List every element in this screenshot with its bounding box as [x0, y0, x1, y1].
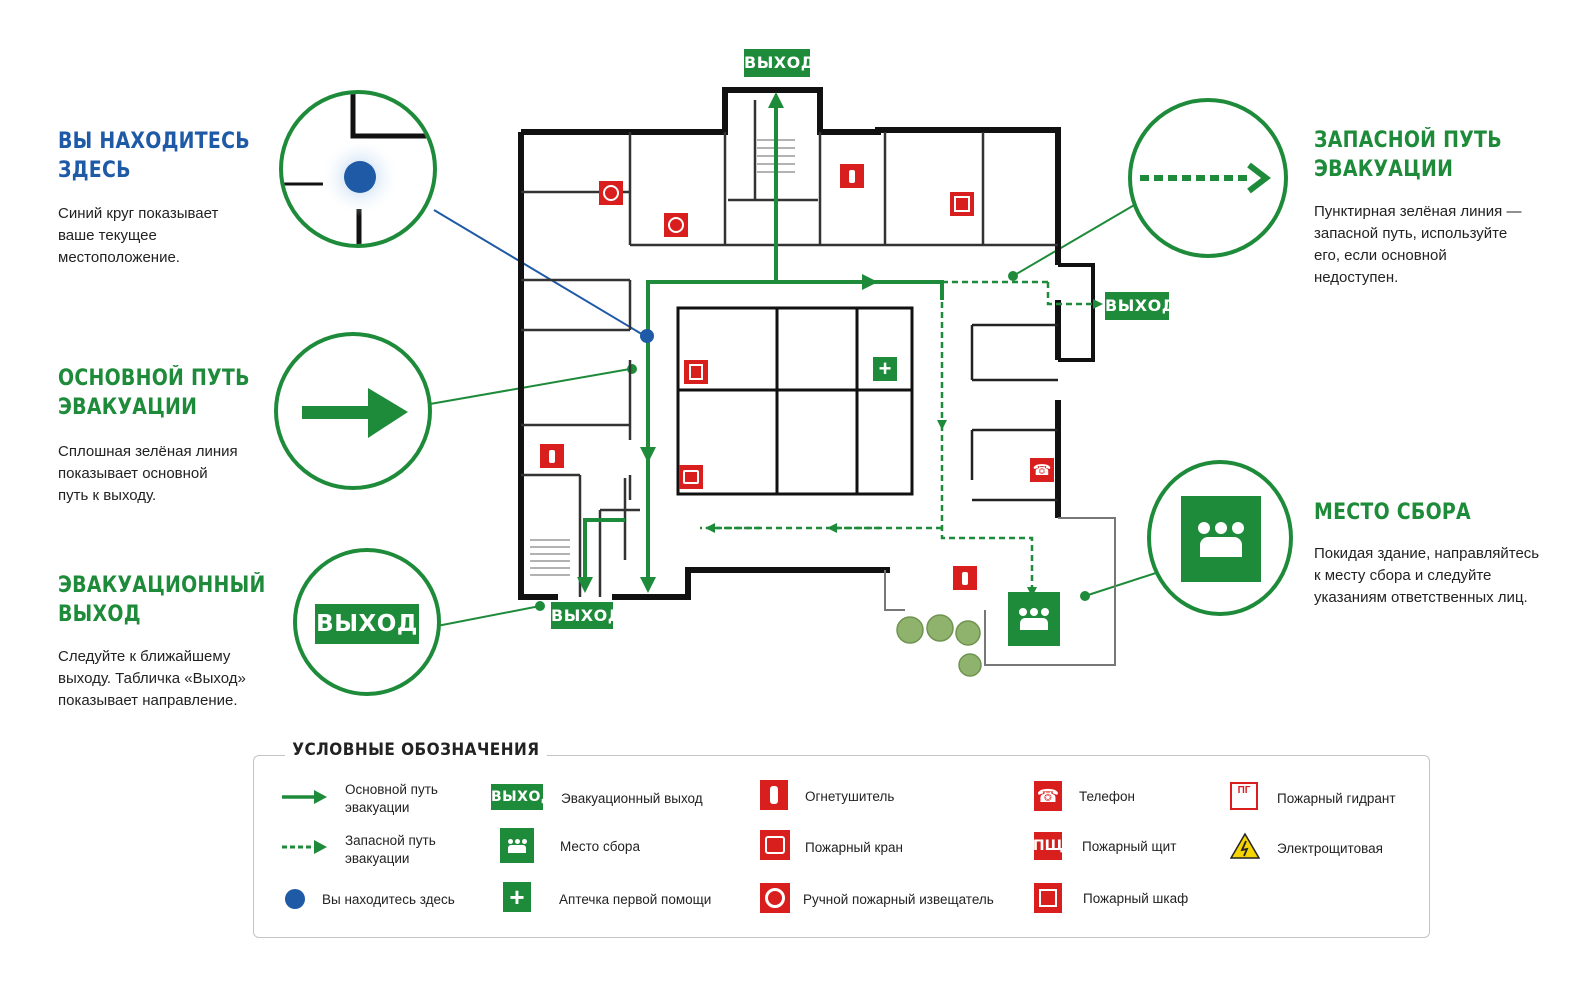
legend-exit-icon: ВЫХОД: [491, 784, 553, 810]
here-zoom-illustration: [283, 94, 433, 244]
legend-fire-hydrant-valve-icon: [760, 830, 790, 860]
legend-here-dot: [285, 889, 305, 909]
exit-sign-top: ВЫХОД: [744, 49, 815, 77]
legend-first-aid-label: Аптечка первой помощи: [559, 892, 712, 907]
assembly-point-icon: [1008, 592, 1060, 646]
reserve-route: [700, 280, 1103, 597]
you-are-here-dot: [640, 329, 654, 343]
exit-callout-circle: ВЫХОД: [293, 548, 441, 696]
extinguisher-icon: [840, 164, 864, 188]
legend-hydrant-icon: ПГ: [1230, 782, 1258, 810]
first-aid-icon: +: [873, 357, 897, 381]
connector-reserve: [1012, 203, 1137, 277]
exit-sign-large: ВЫХОД: [315, 604, 419, 644]
right-rooms: [970, 323, 1058, 502]
fire-panel-icon: [684, 360, 708, 384]
fire-cabinet-icon: [950, 192, 974, 216]
fire-hydrant-valve-icon: [679, 465, 703, 489]
assembly-point-icon: [1181, 496, 1261, 582]
legend-electrical-icon: [1230, 832, 1260, 859]
manual-call-point-icon: [599, 181, 623, 205]
center-rooms: [676, 306, 914, 496]
legend-box: [253, 755, 1430, 938]
main-route-callout-circle: [274, 332, 432, 490]
legend-main-route-icon: [282, 790, 327, 804]
main-route: [577, 92, 944, 593]
outdoor-area: [984, 517, 1116, 666]
phone-icon: ☎: [1030, 458, 1054, 482]
assembly-title: МЕСТО СБОРА: [1314, 500, 1471, 525]
legend-extinguisher-label: Огнетушитель: [805, 789, 895, 804]
stairs: [530, 139, 795, 576]
legend-assembly-icon: [500, 828, 534, 863]
legend-fire-panel-label: Пожарный щит: [1082, 839, 1177, 854]
legend-fire-panel-icon: ПЩ: [1033, 832, 1063, 860]
extinguisher-icon: [953, 566, 977, 590]
legend-extinguisher-icon: [760, 780, 788, 810]
legend-electrical-label: Электрощитовая: [1277, 841, 1383, 856]
exit-sign-bottom: ВЫХОД: [551, 602, 622, 629]
legend-title: УСЛОВНЫЕ ОБОЗНАЧЕНИЯ: [285, 740, 547, 760]
legend-here-label: Вы находитесь здесь: [322, 892, 455, 907]
legend-fire-hydrant-valve-label: Пожарный кран: [805, 840, 903, 855]
interior-walls: [521, 100, 1058, 597]
legend-assembly-label: Место сбора: [560, 839, 640, 854]
exit-sign-right: ВЫХОД: [1105, 292, 1176, 320]
legend-manual-call-point-label: Ручной пожарный извещатель: [803, 892, 994, 907]
legend-phone-label: Телефон: [1079, 789, 1136, 804]
legend-exit-label: Эвакуационный выход: [561, 791, 703, 806]
reserve-route-description: Пунктирная зелёная линия —запасной путь,…: [1314, 203, 1522, 286]
here-callout-circle: [279, 90, 437, 248]
legend-phone-icon: ☎: [1034, 781, 1062, 811]
reserve-route-callout-circle: [1128, 98, 1288, 258]
dashed-arrow-icon: [1140, 162, 1271, 194]
legend-manual-call-point-icon: [760, 883, 790, 913]
connector-assembly: [1084, 569, 1166, 597]
extinguisher-icon: [540, 444, 564, 468]
arrow-right-icon: [302, 388, 408, 438]
trees: [896, 614, 982, 677]
legend-fire-cabinet-icon: [1034, 883, 1062, 913]
manual-call-point-icon: [664, 213, 688, 237]
legend-hydrant-label: Пожарный гидрант: [1277, 791, 1396, 806]
connector-here: [433, 209, 646, 337]
connector-main: [429, 368, 631, 405]
assembly-callout-circle: [1147, 460, 1293, 616]
legend-first-aid-icon: +: [503, 882, 531, 912]
legend-fire-cabinet-label: Пожарный шкаф: [1083, 891, 1189, 906]
legend-reserve-route-icon: [282, 840, 327, 854]
connector-exit: [436, 605, 541, 627]
